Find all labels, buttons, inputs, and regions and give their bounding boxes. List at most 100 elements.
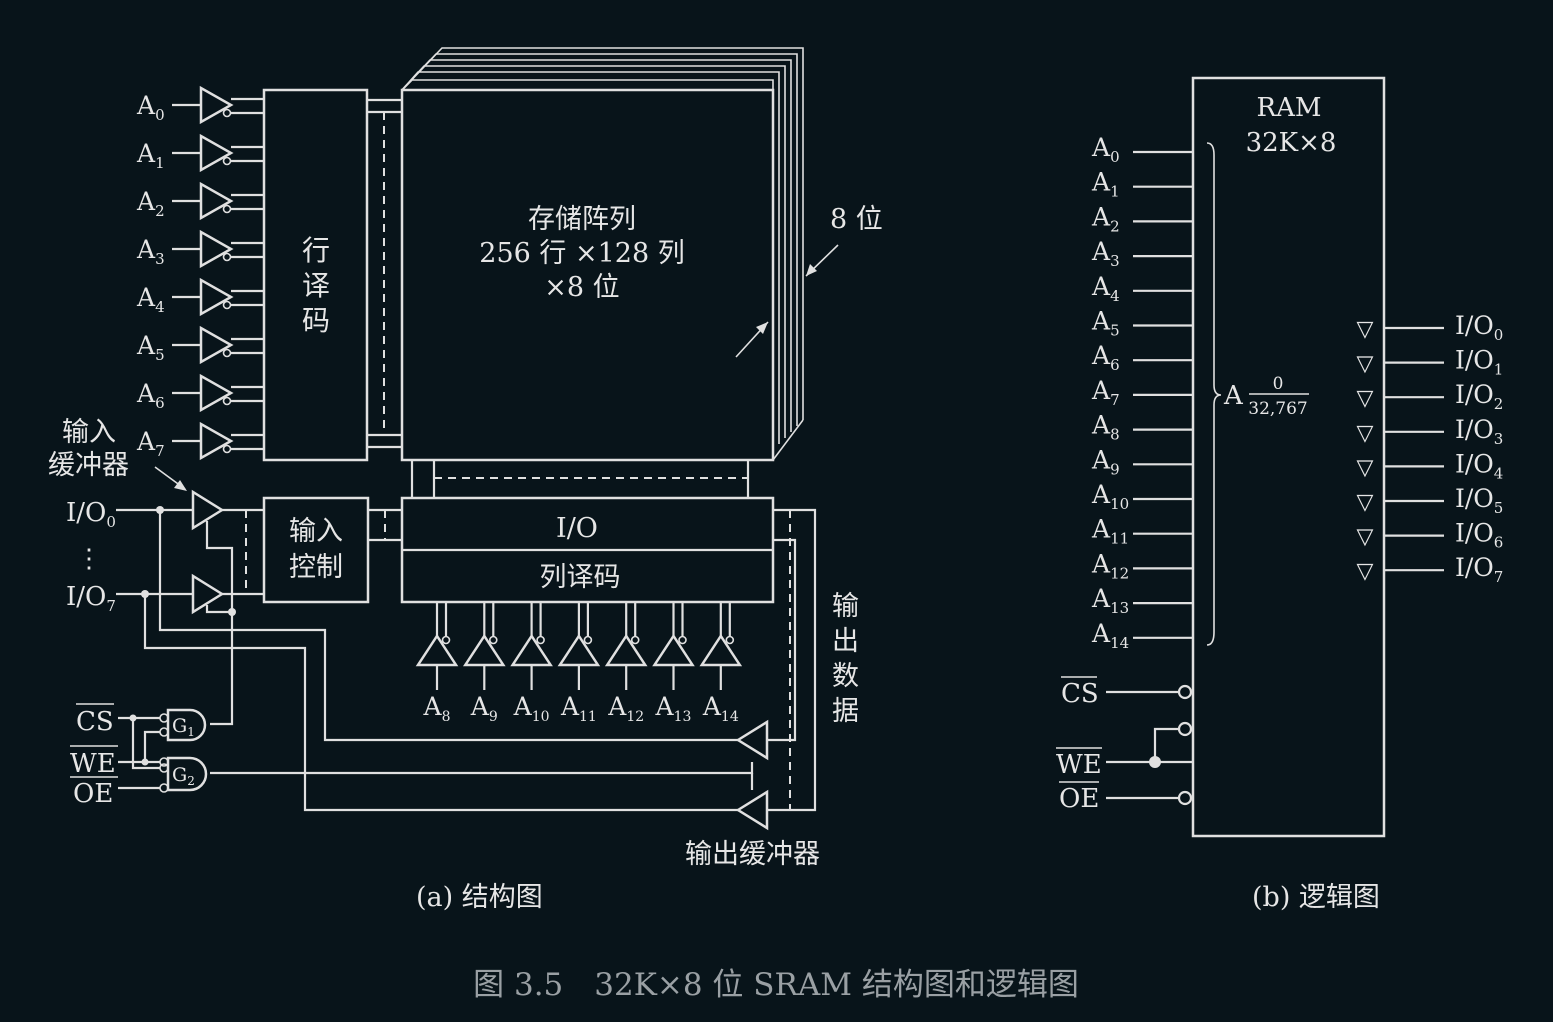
array-title: 存储阵列 <box>528 204 636 235</box>
logic-io-label-6: I/O6 <box>1455 519 1503 552</box>
logic-address-label-14: A14 <box>1091 619 1129 652</box>
tristate-icon: ▽ <box>1357 421 1374 446</box>
row-buffer-bubble <box>222 348 232 358</box>
tristate-icon: ▽ <box>1357 559 1374 584</box>
col-address-buffer <box>462 633 506 667</box>
row-address-label-3: A3 <box>136 235 165 268</box>
cs-label: CS <box>76 707 114 737</box>
col-address-label-9: A9 <box>470 692 498 725</box>
row-address-buffer <box>199 181 234 221</box>
io7-label: I/O7 <box>66 582 116 615</box>
row-address-buffer <box>199 133 234 173</box>
col-address-label-12: A12 <box>607 692 644 725</box>
output-data-label-2: 出 <box>832 626 859 657</box>
gate-g2-label: G2 <box>172 764 195 788</box>
io0-label: I/O0 <box>66 498 116 531</box>
output-data-label-1: 输 <box>832 591 859 622</box>
col-address-label-8: A8 <box>423 692 451 725</box>
row-buffer-bubble <box>222 300 232 310</box>
tristate-icon: ▽ <box>1357 490 1374 515</box>
memory-array-stack <box>400 47 804 462</box>
output-data-wiring <box>210 508 817 831</box>
logic-oe-bubble <box>1177 790 1193 806</box>
col-address-buffer <box>604 633 648 667</box>
row-address-label-7: A7 <box>136 427 165 460</box>
logic-io-label-4: I/O4 <box>1455 449 1503 482</box>
input-control-label-1: 输入 <box>289 516 343 547</box>
oe-label: OE <box>73 779 113 809</box>
logic-io-pins: ▽I/O0▽I/O1▽I/O2▽I/O3▽I/O4▽I/O5▽I/O6▽I/O7 <box>1357 311 1504 586</box>
gate-g2 <box>166 756 208 792</box>
col-buffer-bubble <box>630 635 640 645</box>
logic-io-label-3: I/O3 <box>1455 415 1503 448</box>
logic-address-label-5: A5 <box>1091 307 1120 340</box>
structure-diagram: 存储阵列 256 行 ×128 列 ×8 位 8 位 行 译 码 A0A1A2A… <box>48 47 883 913</box>
logic-cs-bubble <box>1177 684 1193 700</box>
row-decoder-label-2: 译 <box>302 269 330 302</box>
row-address-buffer <box>199 373 234 413</box>
col-address-buffer <box>415 633 459 667</box>
logic-io-label-1: I/O1 <box>1455 346 1503 379</box>
input-buffer-7 <box>191 573 225 615</box>
row-address-label-5: A5 <box>136 331 165 364</box>
array-width: ×8 位 <box>544 272 619 303</box>
tristate-icon: ▽ <box>1357 455 1374 480</box>
row-address-buffer <box>199 85 234 125</box>
output-data-label-3: 数 <box>832 661 859 692</box>
logic-we-label: WE <box>1056 750 1102 780</box>
bits-label: 8 位 <box>830 204 883 235</box>
logic-address-label-11: A11 <box>1091 515 1129 548</box>
row-address-buffer <box>199 277 234 317</box>
logic-diagram: RAM 32K×8 A0A1A2A3A4A5A6A7A8A9A10A11A12A… <box>1056 76 1504 913</box>
col-buffer-bubble <box>441 635 451 645</box>
col-address-label-13: A13 <box>655 692 692 725</box>
logic-oe-label: OE <box>1059 784 1099 814</box>
logic-address-label-13: A13 <box>1091 584 1129 617</box>
logic-io-label-5: I/O5 <box>1455 484 1503 517</box>
col-address-buffer <box>557 633 601 667</box>
logic-address-label-12: A12 <box>1091 549 1129 582</box>
row-address-label-2: A2 <box>136 187 165 220</box>
row-buffer-bubble <box>222 396 232 406</box>
io-block-label: I/O <box>556 513 598 544</box>
row-address-label-4: A4 <box>136 283 165 316</box>
logic-we-branch <box>1153 727 1179 762</box>
col-buffer-bubble <box>678 635 687 645</box>
control-wiring <box>118 713 169 793</box>
col-address-label-14: A14 <box>702 692 739 725</box>
array-size: 256 行 ×128 列 <box>479 238 684 269</box>
address-range-top: 0 <box>1273 374 1284 394</box>
io-dots: ⋮ <box>76 544 102 574</box>
row-buffer-bubble <box>222 156 232 166</box>
row-decoder <box>262 88 369 462</box>
col-buffer-bubble <box>725 635 735 645</box>
address-brace <box>1206 142 1222 646</box>
logic-address-label-10: A10 <box>1091 480 1129 513</box>
memory-array <box>400 88 775 462</box>
col-buffer-bubble <box>583 635 593 645</box>
logic-cs-label: CS <box>1061 679 1099 709</box>
logic-io-label-2: I/O2 <box>1455 380 1503 413</box>
address-range-base: A <box>1223 381 1244 411</box>
logic-address-label-2: A2 <box>1091 202 1120 235</box>
figure-caption: 图 3.5 32K×8 位 SRAM 结构图和逻辑图 <box>473 967 1079 1003</box>
output-buffer-label: 输出缓冲器 <box>685 839 820 870</box>
logic-address-label-6: A6 <box>1091 341 1120 374</box>
bits-arrowhead-2 <box>756 322 768 334</box>
col-buffer-bubble <box>536 635 545 645</box>
logic-address-label-8: A8 <box>1091 411 1120 444</box>
logic-io-label-0: I/O0 <box>1455 311 1503 344</box>
input-buffer-0 <box>191 489 225 531</box>
address-range-bottom: 32,767 <box>1248 399 1307 419</box>
ram-size: 32K×8 <box>1246 128 1337 158</box>
row-buffer-bubble <box>222 204 232 214</box>
logic-caption: (b) 逻辑图 <box>1252 882 1380 913</box>
row-decoder-label-1: 行 <box>302 234 330 267</box>
gate-g1-label: G1 <box>172 715 195 739</box>
we-label: WE <box>70 749 116 779</box>
logic-address-label-1: A1 <box>1091 168 1120 201</box>
tristate-icon: ▽ <box>1357 386 1374 411</box>
logic-address-label-4: A4 <box>1091 272 1120 305</box>
